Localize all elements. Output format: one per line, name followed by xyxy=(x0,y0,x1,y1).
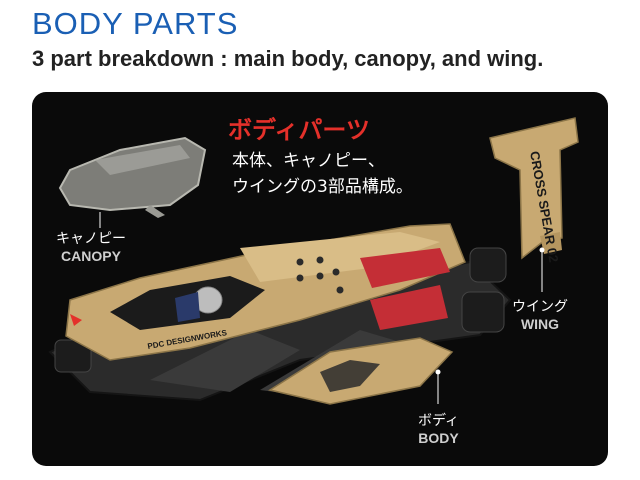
canopy-label-jp: キャノピー xyxy=(56,231,126,247)
wing-label-en: WING xyxy=(520,316,560,332)
canopy-part xyxy=(58,136,207,228)
panel-description-jp: 本体、キャノピー、 ウイングの3部品構成。 xyxy=(232,148,413,200)
description-line-1: 本体、キャノピー、 xyxy=(232,151,385,171)
page-subtitle: 3 part breakdown : main body, canopy, an… xyxy=(32,46,544,71)
page-title: BODY PARTS xyxy=(32,6,239,41)
description-line-2: ウイングの3部品構成。 xyxy=(232,177,413,197)
wing-part xyxy=(489,117,579,292)
main-body-part xyxy=(48,223,512,405)
body-label-jp: ボディ xyxy=(418,413,460,429)
wing-label-jp: ウイング xyxy=(512,299,568,315)
rear-wheel-top xyxy=(469,247,507,283)
body-label: ボディ BODY xyxy=(418,410,459,446)
panel-title-jp: ボディパーツ xyxy=(228,116,370,144)
canopy-label-en: CANOPY xyxy=(61,248,121,264)
body-label-en: BODY xyxy=(418,430,459,446)
wing-label: ウイング WING xyxy=(512,296,568,332)
rear-wheel xyxy=(461,291,505,333)
canopy-label: キャノピー CANOPY xyxy=(56,228,126,264)
